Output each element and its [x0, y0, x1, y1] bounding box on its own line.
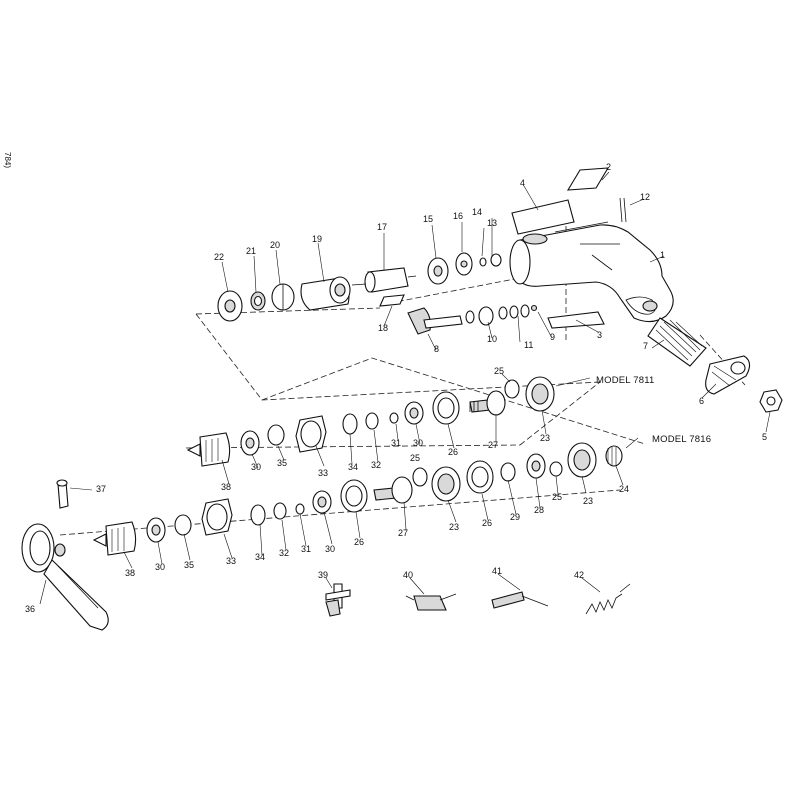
part-label-33a: 33 — [318, 468, 328, 478]
part-label-6: 6 — [699, 396, 704, 406]
part-label-38b: 38 — [125, 568, 135, 578]
part-label-30a: 30 — [413, 438, 423, 448]
model-7811-label: MODEL 7811 — [596, 375, 655, 386]
part-label-27b: 27 — [398, 528, 408, 538]
model-7811-row — [186, 376, 555, 467]
throttle-valve-row — [407, 304, 538, 335]
part-label-15: 15 — [423, 214, 433, 224]
part-label-23a: 23 — [540, 433, 550, 443]
part-label-30c: 30 — [325, 544, 335, 554]
spring-part — [585, 583, 631, 615]
part-label-35b: 35 — [184, 560, 194, 570]
oil-can-part — [405, 593, 457, 611]
hex-nut-part — [759, 389, 783, 413]
part-label-30d: 30 — [155, 562, 165, 572]
part-label-26b: 26 — [354, 537, 364, 547]
part-label-32a: 32 — [371, 460, 381, 470]
part-label-25b: 25 — [410, 453, 420, 463]
part-label-16: 16 — [453, 211, 463, 221]
part-label-4: 4 — [520, 178, 525, 188]
part-label-25c: 25 — [552, 492, 562, 502]
part-label-39: 39 — [318, 570, 328, 580]
part-label-34a: 34 — [348, 462, 358, 472]
part-label-7: 7 — [643, 341, 648, 351]
part-label-22: 22 — [214, 252, 224, 262]
part-callouts: 1 2 3 4 5 6 7 8 9 10 11 12 13 14 15 16 1… — [25, 162, 767, 614]
part-label-42: 42 — [574, 570, 584, 580]
part-label-38a: 38 — [221, 482, 231, 492]
part-label-27a: 27 — [488, 440, 498, 450]
part-label-1: 1 — [660, 250, 665, 260]
part-label-35a: 35 — [277, 458, 287, 468]
part-label-5: 5 — [762, 432, 767, 442]
handle-screw-part — [56, 479, 69, 509]
leader-lines — [39, 171, 771, 605]
part-label-11: 11 — [524, 340, 533, 350]
part-label-25a: 25 — [494, 366, 504, 376]
part-label-21: 21 — [246, 246, 256, 256]
part-label-19: 19 — [312, 234, 322, 244]
motor-parts-row — [217, 252, 502, 322]
part-label-33b: 33 — [226, 556, 236, 566]
part-label-2: 2 — [606, 162, 611, 172]
part-label-28: 28 — [534, 505, 544, 515]
part-label-41: 41 — [492, 566, 502, 576]
part-label-31a: 31 — [391, 438, 401, 448]
part-label-29: 29 — [510, 512, 520, 522]
part-label-13: 13 — [487, 218, 497, 228]
part-label-26c: 26 — [482, 518, 492, 528]
part-label-37: 37 — [96, 484, 106, 494]
part-label-31b: 31 — [301, 544, 311, 554]
part-label-34b: 34 — [255, 552, 265, 562]
part-label-10: 10 — [487, 334, 497, 344]
side-page-label: 784) — [3, 152, 12, 168]
chuck-key-part — [325, 583, 351, 617]
part-label-8: 8 — [434, 344, 439, 354]
part-label-17: 17 — [377, 222, 387, 232]
part-label-32b: 32 — [279, 548, 289, 558]
part-label-20: 20 — [270, 240, 280, 250]
tool-housing — [509, 167, 674, 329]
muffler-part — [647, 317, 707, 367]
part-label-12: 12 — [640, 192, 650, 202]
part-label-14: 14 — [472, 207, 482, 217]
part-label-3: 3 — [597, 330, 602, 340]
exhaust-deflector-part — [705, 355, 751, 395]
part-label-9: 9 — [550, 332, 555, 342]
part-label-40: 40 — [403, 570, 413, 580]
part-label-18: 18 — [378, 323, 388, 333]
part-label-23b: 23 — [449, 522, 459, 532]
model-7816-label: MODEL 7816 — [652, 434, 711, 445]
part-label-23c: 23 — [583, 496, 593, 506]
part-label-36: 36 — [25, 604, 35, 614]
grease-tube-part — [491, 591, 549, 609]
side-handle-part — [21, 523, 109, 631]
part-label-30b: 30 — [251, 462, 261, 472]
part-label-24: 24 — [619, 484, 629, 494]
part-label-26a: 26 — [448, 447, 458, 457]
